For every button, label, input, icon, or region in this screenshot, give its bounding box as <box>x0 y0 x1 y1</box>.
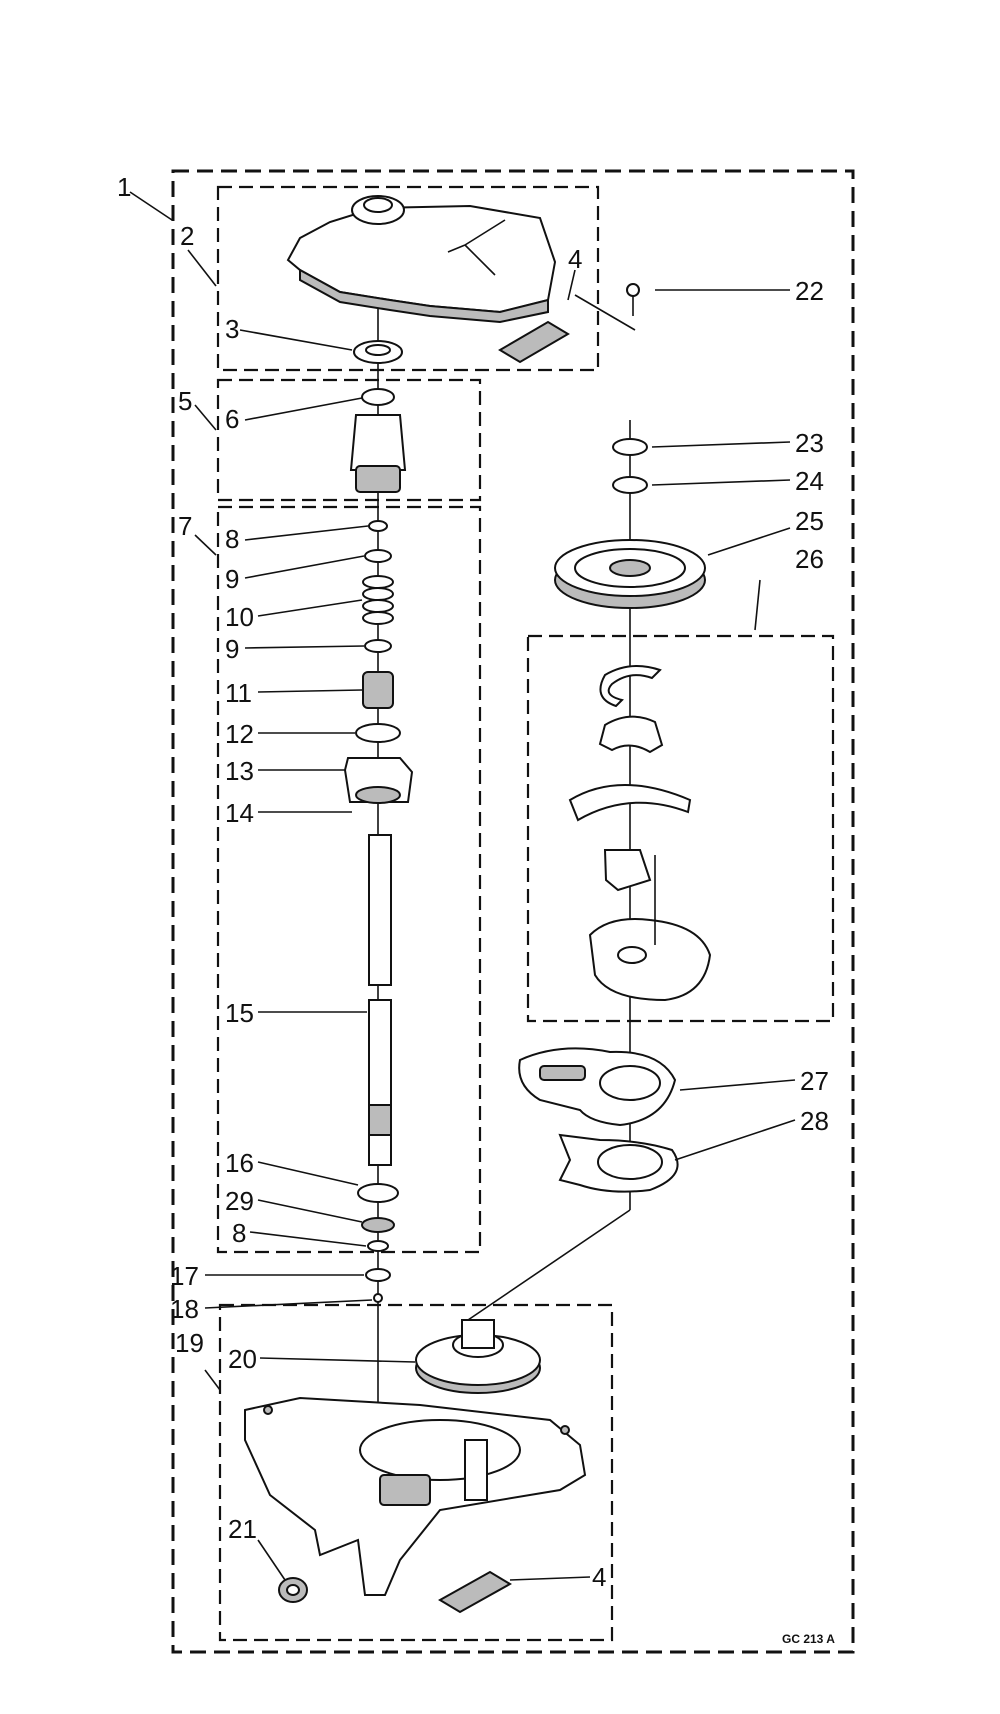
callout-15: 15 <box>225 998 254 1028</box>
callout-8-bottom: 8 <box>232 1218 246 1248</box>
callout-4-bottom: 4 <box>592 1562 606 1592</box>
callout-24: 24 <box>795 466 824 496</box>
callout-20: 20 <box>228 1344 257 1374</box>
group-box-cam <box>526 634 835 1023</box>
main-gear-part <box>554 539 706 609</box>
washer-29-part <box>361 1217 395 1233</box>
callout-7: 7 <box>178 511 192 541</box>
callout-10: 10 <box>225 602 254 632</box>
callout-28: 28 <box>800 1106 829 1136</box>
spring-part <box>362 575 394 625</box>
callout-21: 21 <box>228 1514 257 1544</box>
callout-6: 6 <box>225 404 239 434</box>
retaining-ring-bottom-part <box>367 1240 389 1252</box>
sealant-tube-top-part <box>498 320 570 364</box>
assembly-frame-outer <box>171 169 855 1654</box>
bracket-part <box>558 1133 679 1193</box>
ball-18-part <box>373 1293 383 1303</box>
callout-14: 14 <box>225 798 254 828</box>
shift-lever-part <box>518 1047 677 1127</box>
screw-part <box>626 283 640 316</box>
washer-17-part <box>365 1268 391 1282</box>
callout-19: 19 <box>175 1328 204 1358</box>
thrust-washer-part <box>355 723 401 743</box>
pinion-part <box>349 388 407 493</box>
callout-16: 16 <box>225 1148 254 1178</box>
callout-18: 18 <box>170 1294 199 1324</box>
nut-part <box>278 1577 308 1603</box>
gearcase-cover-part <box>286 195 557 324</box>
group-box-case <box>218 1303 614 1642</box>
sealant-tube-bottom-part <box>438 1570 512 1614</box>
agitator-shaft-part <box>368 834 392 1166</box>
bearing-part <box>357 1183 399 1203</box>
callout-9-top: 9 <box>225 564 239 594</box>
group-box-shaft <box>216 505 482 1254</box>
leader-lines <box>129 191 796 1581</box>
callout-22: 22 <box>795 276 824 306</box>
callout-23: 23 <box>795 428 824 458</box>
callout-labels: 1 2 3 4 5 6 7 8 9 10 9 11 12 13 14 15 16… <box>117 172 835 1646</box>
callout-5: 5 <box>178 386 192 416</box>
callout-11: 11 <box>225 678 252 708</box>
drawing-code: GC 213 A <box>782 1632 835 1646</box>
callout-4-top: 4 <box>568 244 582 274</box>
callout-29: 29 <box>225 1186 254 1216</box>
callout-27: 27 <box>800 1066 829 1096</box>
callout-26: 26 <box>795 544 824 574</box>
washer-24-part <box>612 476 648 494</box>
callout-25: 25 <box>795 506 824 536</box>
callout-12: 12 <box>225 719 254 749</box>
callout-1: 1 <box>117 172 131 202</box>
callout-13: 13 <box>225 756 254 786</box>
washer-mid-part <box>364 639 392 653</box>
callout-8-top: 8 <box>225 524 239 554</box>
gearcase-part <box>244 1396 587 1596</box>
seal-part <box>353 340 403 364</box>
washer-top-part <box>364 549 392 563</box>
callout-2: 2 <box>180 221 194 251</box>
washer-23-part <box>612 438 648 456</box>
callout-3: 3 <box>225 314 239 344</box>
callout-9-mid: 9 <box>225 634 239 664</box>
retaining-ring-top-part <box>368 520 388 532</box>
callout-17: 17 <box>170 1261 199 1291</box>
output-gear-part <box>415 1319 541 1394</box>
group-box-cover <box>216 185 600 372</box>
gear-to-case-line <box>467 1209 631 1321</box>
cam-follower-part <box>343 757 414 804</box>
cam-assembly-parts <box>568 665 712 1002</box>
clutch-part <box>362 671 394 709</box>
group-box-pinion <box>216 378 482 502</box>
